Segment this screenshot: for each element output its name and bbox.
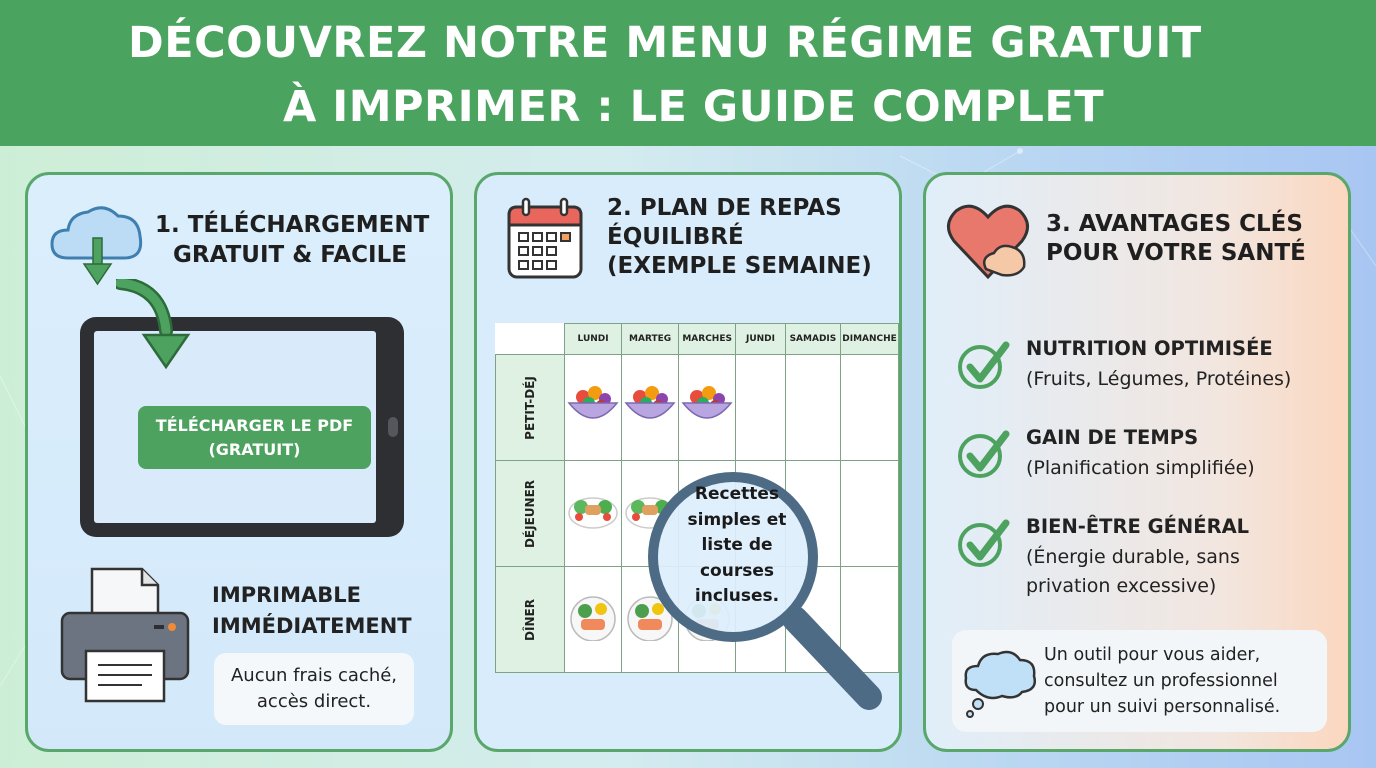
- benefit-title: BIEN-ÊTRE GÉNÉRAL: [1026, 515, 1250, 538]
- panel3-title-line1: 3. AVANTAGES CLÉS: [1046, 211, 1303, 237]
- no-fees-bubble: Aucun frais caché, accès direct.: [214, 653, 414, 725]
- meal-row-label: DÎNER: [494, 566, 566, 673]
- magnifier-line4: incluses.: [694, 586, 780, 606]
- day-header: SAMADIS: [784, 323, 842, 355]
- salad-icon: [568, 497, 618, 529]
- benefit-subtitle-line1: (Énergie durable, sans: [1026, 546, 1240, 568]
- tablet-home-button: [388, 417, 398, 437]
- note-line1: Un outil pour vous aider,: [1044, 645, 1261, 665]
- bubble-line1: Aucun frais caché,: [230, 665, 398, 686]
- magnifier-line3: liste de courses: [699, 535, 774, 581]
- arrow-icon: [116, 279, 191, 370]
- magnifier-line2: simples et: [687, 509, 787, 530]
- check-icon: [958, 519, 1010, 567]
- table-row: DÉJEUNER: [494, 460, 899, 567]
- fruit-bowl-icon: [567, 386, 619, 419]
- salmon-plate-icon: [627, 596, 673, 642]
- disclaimer-text: Un outil pour vous aider, consultez un p…: [1044, 642, 1280, 720]
- meal-row-label: DÉJEUNER: [494, 460, 566, 567]
- day-header: JUNDI: [735, 323, 786, 355]
- fruit-bowl-icon: [624, 386, 676, 419]
- benefit-subtitle-line2: privation excessive): [1026, 575, 1217, 597]
- benefits-panel: 3. AVANTAGES CLÉS POUR VOTRE SANTÉ NUTRI…: [923, 172, 1351, 752]
- benefit-subtitle: (Énergie durable, sans privation excessi…: [1026, 543, 1346, 601]
- empty-cell: [840, 354, 899, 461]
- printable-title: IMPRIMABLE IMMÉDIATEMENT: [212, 580, 412, 642]
- download-button-line1: TÉLÉCHARGER LE PDF: [155, 415, 354, 435]
- check-icon: [958, 341, 1010, 389]
- benefit-title: GAIN DE TEMPS: [1026, 426, 1199, 449]
- day-header: DIMANCHE: [840, 323, 899, 355]
- tablet-screen: TÉLÉCHARGER LE PDF (GRATUIT): [94, 331, 376, 523]
- download-pdf-button[interactable]: TÉLÉCHARGER LE PDF (GRATUIT): [138, 406, 371, 469]
- empty-cell: [840, 460, 899, 567]
- heart-strength-icon: [947, 204, 1029, 280]
- panel1-title-line2: GRATUIT & FACILE: [173, 242, 407, 268]
- page-title-line1: DÉCOUVREZ NOTRE MENU RÉGIME GRATUIT: [128, 18, 1202, 68]
- check-icon: [958, 430, 1010, 478]
- empty-cell: [840, 566, 899, 673]
- printer-icon: [60, 567, 190, 703]
- tablet-icon: TÉLÉCHARGER LE PDF (GRATUIT): [80, 317, 404, 537]
- printable-title-line2: IMMÉDIATEMENT: [212, 614, 412, 638]
- disclaimer-note: Un outil pour vous aider, consultez un p…: [952, 630, 1327, 732]
- calendar-icon: [507, 197, 583, 279]
- day-header: MARCHES: [678, 323, 737, 355]
- table-row: PETIT-DÉJ: [494, 354, 899, 461]
- download-button-line2: (GRATUIT): [208, 439, 301, 459]
- page-header: DÉCOUVREZ NOTRE MENU RÉGIME GRATUIT À IM…: [0, 0, 1376, 146]
- note-line3: pour un suivi personnalisé.: [1044, 697, 1281, 717]
- bubble-line2: accès direct.: [256, 691, 372, 712]
- day-header: LUNDI: [564, 323, 623, 355]
- empty-cell: [735, 354, 786, 461]
- magnifier-icon: [648, 472, 882, 710]
- panel1-title-line1: 1. TÉLÉCHARGEMENT: [155, 212, 430, 238]
- fruit-bowl-icon: [681, 386, 733, 419]
- empty-cell: [784, 354, 842, 461]
- benefit-subtitle: (Fruits, Légumes, Protéines): [1026, 368, 1292, 390]
- panel2-title-line3: (EXEMPLE SEMAINE): [607, 253, 872, 279]
- salmon-plate-icon: [570, 596, 616, 642]
- thought-cloud-icon: [964, 650, 1036, 718]
- meal-row-label: PETIT-DÉJ: [494, 354, 566, 461]
- download-panel: 1. TÉLÉCHARGEMENT GRATUIT & FACILE TÉLÉC…: [25, 172, 453, 752]
- panel2-title-line2: ÉQUILIBRÉ: [607, 224, 744, 250]
- page-title-line2: À IMPRIMER : LE GUIDE COMPLET: [283, 82, 1105, 132]
- meal-plan-panel: 2. PLAN DE REPAS ÉQUILIBRÉ (EXEMPLE SEMA…: [474, 172, 902, 752]
- table-corner: [496, 324, 565, 355]
- day-header: MARTEG: [621, 323, 680, 355]
- magnifier-text: Recettes simples et liste de courses inc…: [662, 482, 812, 610]
- panel3-title-line2: POUR VOTRE SANTÉ: [1046, 240, 1306, 266]
- benefit-title: NUTRITION OPTIMISÉE: [1026, 337, 1273, 360]
- note-line2: consultez un professionnel: [1044, 671, 1278, 691]
- benefit-subtitle: (Planification simplifiée): [1026, 457, 1255, 479]
- magnifier-line1: Recettes: [694, 484, 780, 504]
- panel2-title-line1: 2. PLAN DE REPAS: [607, 195, 842, 221]
- printable-title-line1: IMPRIMABLE: [212, 583, 361, 607]
- cloud-download-icon: [50, 206, 143, 286]
